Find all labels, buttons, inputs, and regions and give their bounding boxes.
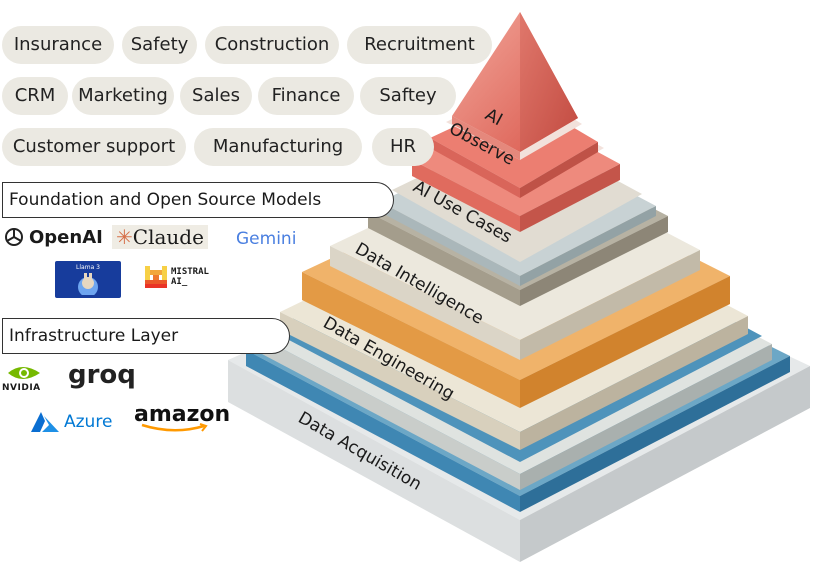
llama-badge-label: Llama 3 — [76, 264, 100, 271]
azure-icon — [31, 412, 59, 432]
claude-asterisk-icon: ✳ — [116, 225, 133, 249]
tag-crm: CRM — [2, 77, 68, 115]
amazon-logo: amazon — [134, 402, 230, 433]
amazon-label: amazon — [134, 402, 231, 427]
openai-label: OpenAI — [29, 226, 103, 248]
llama-icon — [78, 273, 98, 295]
mistral-label-1: MISTRAL — [171, 267, 209, 277]
tag-hr: HR — [372, 128, 434, 166]
tag-finance: Finance — [258, 77, 354, 115]
mistral-label-2: AI_ — [171, 277, 188, 287]
layer-ai-observe — [412, 12, 620, 232]
tag-sales: Sales — [180, 77, 252, 115]
gemini-label: Gemini — [236, 229, 297, 249]
tag-marketing: Marketing — [72, 77, 174, 115]
mistral-logo: MISTRAL AI_ — [145, 266, 209, 288]
tag-safety: Safety — [122, 26, 197, 64]
tag-saftey: Saftey — [360, 77, 456, 115]
azure-logo: Azure — [30, 411, 112, 433]
mistral-icon — [145, 266, 167, 288]
tag-construction: Construction — [205, 26, 339, 64]
tag-recruitment: Recruitment — [347, 26, 492, 64]
gemini-logo: Gemini — [236, 229, 296, 249]
openai-logo: OpenAI — [2, 225, 103, 249]
tag-customer-support: Customer support — [2, 128, 186, 166]
llama-logo: Llama 3 — [55, 261, 121, 298]
openai-icon — [5, 228, 23, 246]
groq-logo: groq — [68, 360, 136, 390]
claude-logo: ✳ Claude — [112, 225, 208, 249]
infrastructure-header: Infrastructure Layer — [2, 318, 290, 354]
nvidia-eye-icon — [8, 367, 40, 379]
azure-label: Azure — [64, 412, 113, 432]
tag-manufacturing: Manufacturing — [194, 128, 362, 166]
nvidia-logo: NVIDIA — [2, 363, 42, 393]
amazon-smile-icon — [141, 423, 208, 432]
groq-label: groq — [68, 360, 136, 390]
nvidia-label: NVIDIA — [2, 383, 41, 393]
claude-label: Claude — [132, 225, 204, 249]
foundation-models-header: Foundation and Open Source Models — [2, 182, 394, 218]
tag-insurance: Insurance — [2, 26, 114, 64]
